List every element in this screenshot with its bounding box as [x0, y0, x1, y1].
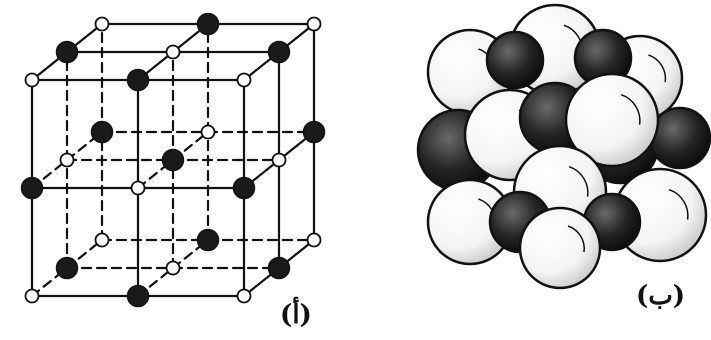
small-sphere	[485, 30, 545, 90]
lattice-panel-a	[20, 12, 326, 308]
sphere-highlight	[567, 225, 585, 253]
light-ion	[200, 124, 216, 140]
light-ion	[24, 288, 40, 304]
dark-ion	[196, 12, 220, 36]
panel-a-label: (أ)	[280, 300, 312, 330]
sphere-highlight	[568, 165, 589, 197]
light-ion	[306, 232, 322, 248]
dark-ion	[267, 40, 291, 64]
light-ion	[271, 152, 287, 168]
light-ion	[24, 72, 40, 88]
panel-b-label: (ب)	[636, 281, 686, 311]
sphere-highlight	[620, 93, 641, 125]
dark-ion	[232, 176, 256, 200]
light-ion	[306, 16, 322, 32]
light-ion	[236, 72, 252, 88]
sphere-highlight	[648, 54, 667, 83]
dark-ion	[55, 256, 79, 280]
space-filling-panel-b	[416, 3, 711, 290]
light-ion	[130, 180, 146, 196]
dark-ion	[55, 40, 79, 64]
dark-ion	[20, 176, 44, 200]
light-ion	[165, 260, 181, 276]
light-ion	[59, 152, 75, 168]
large-sphere	[518, 206, 602, 290]
dark-ion	[267, 256, 291, 280]
sphere-highlight	[668, 188, 689, 220]
light-ion	[94, 16, 110, 32]
dark-ion	[196, 228, 220, 252]
light-ion	[236, 288, 252, 304]
dark-ion	[302, 120, 326, 144]
light-ion	[165, 44, 181, 60]
dark-ion	[161, 148, 185, 172]
dark-ion	[90, 120, 114, 144]
large-sphere	[564, 72, 660, 168]
dark-ion	[126, 68, 150, 92]
light-ion	[94, 232, 110, 248]
dark-ion	[126, 284, 150, 308]
lattice-atoms	[20, 12, 326, 308]
